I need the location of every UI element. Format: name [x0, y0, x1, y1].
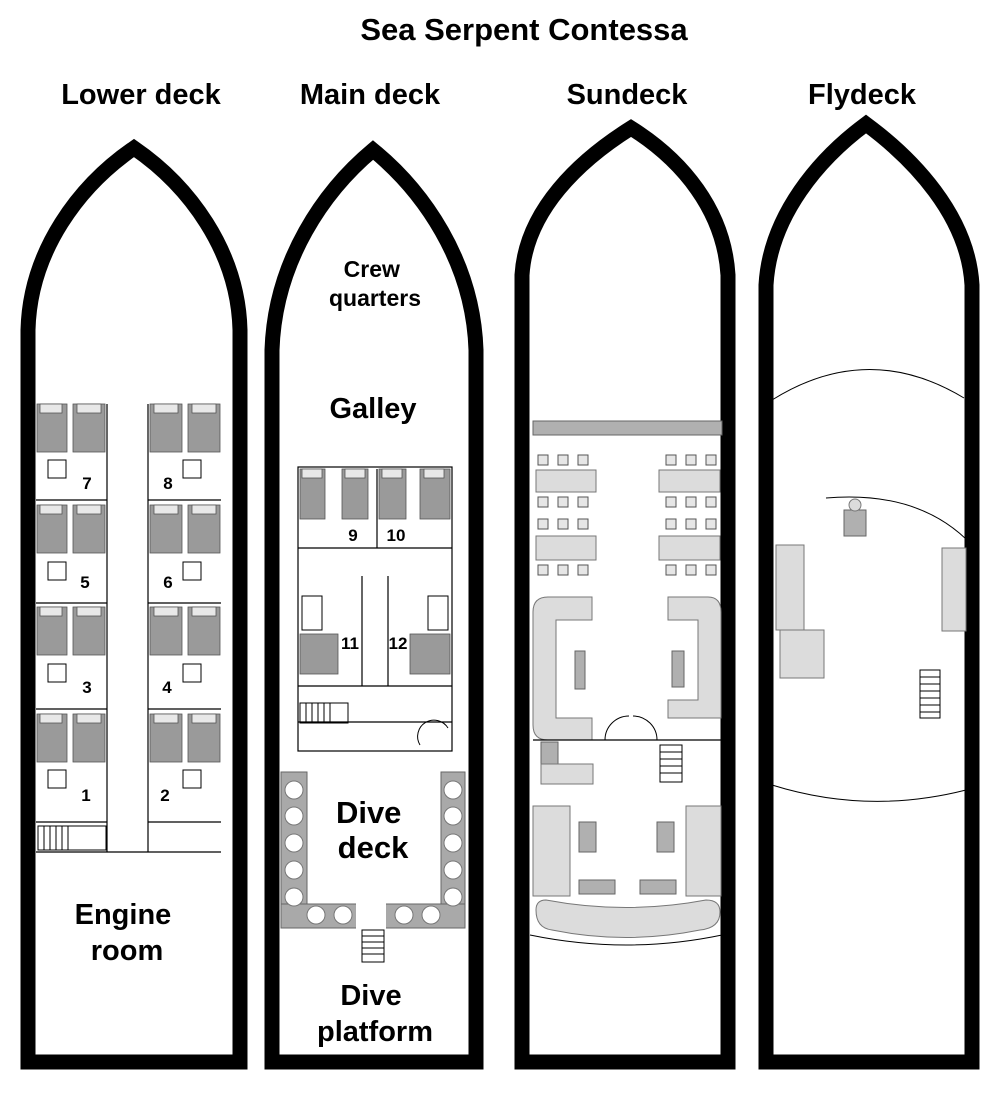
cabin-number: 6: [163, 573, 172, 592]
area-label-crew-quarters: Crew quarters: [329, 256, 421, 311]
hull-flydeck: [758, 114, 980, 1070]
cabin-number: 12: [389, 634, 408, 653]
hull-sundeck: [514, 119, 736, 1070]
cabin-number: 7: [82, 474, 91, 493]
cabin-number: 9: [348, 526, 357, 545]
hull-lower-deck: [20, 138, 248, 1070]
cabin-number: 1: [81, 786, 90, 805]
area-label-galley: Galley: [329, 393, 416, 425]
cabin-number: 8: [163, 474, 172, 493]
area-label-dive-platform: Dive platform: [317, 980, 433, 1048]
lower-deck-cabins: [36, 403, 221, 853]
dive-deck-tanks: [280, 771, 466, 963]
cabin-number: 2: [160, 786, 169, 805]
cabin-rows-left: [36, 403, 106, 763]
sundeck-furniture: [529, 420, 723, 946]
deck-title-main: Main deck: [300, 79, 441, 111]
main-deck-cabins: [297, 466, 453, 752]
deck-title-sundeck: Sundeck: [567, 79, 689, 111]
diagram-title: Sea Serpent Contessa: [360, 12, 688, 47]
cabin-number: 11: [341, 634, 359, 653]
cabin-rows-right: [149, 403, 221, 763]
hull-main-deck: [264, 140, 484, 1070]
cabin-number: 5: [80, 573, 89, 592]
cabin-number: 3: [82, 678, 91, 697]
flydeck-furniture: [771, 369, 973, 802]
area-label-dive-deck: Dive deck: [336, 795, 410, 865]
cabin-number: 10: [387, 526, 406, 545]
cabin-number: 4: [162, 678, 172, 697]
deck-title-flydeck: Flydeck: [808, 79, 917, 111]
area-label-engine-room: Engine room: [75, 899, 180, 967]
stairs-lower-deck: [37, 825, 107, 851]
deck-title-lower: Lower deck: [61, 79, 221, 111]
